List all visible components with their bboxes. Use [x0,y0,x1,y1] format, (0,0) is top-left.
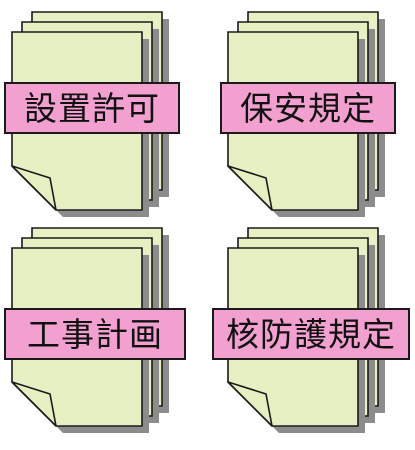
document-stack-kakubogo-kitei: 核防護規定 [212,227,410,446]
folded-corner [227,381,273,427]
folded-corner [227,165,273,211]
document-label: 核防護規定 [212,308,410,360]
document-stack-icon [11,227,169,433]
folded-corner [11,165,57,211]
document-stack-koji-keikaku: 工事計画 [4,227,186,446]
document-stack-hoan-kitei: 保安規定 [220,11,400,230]
document-stack-setchi-kyoka: 設置許可 [4,11,184,230]
document-label: 設置許可 [4,82,180,134]
document-label: 保安規定 [220,82,396,134]
document-label: 工事計画 [4,308,186,360]
folded-corner [11,381,57,427]
